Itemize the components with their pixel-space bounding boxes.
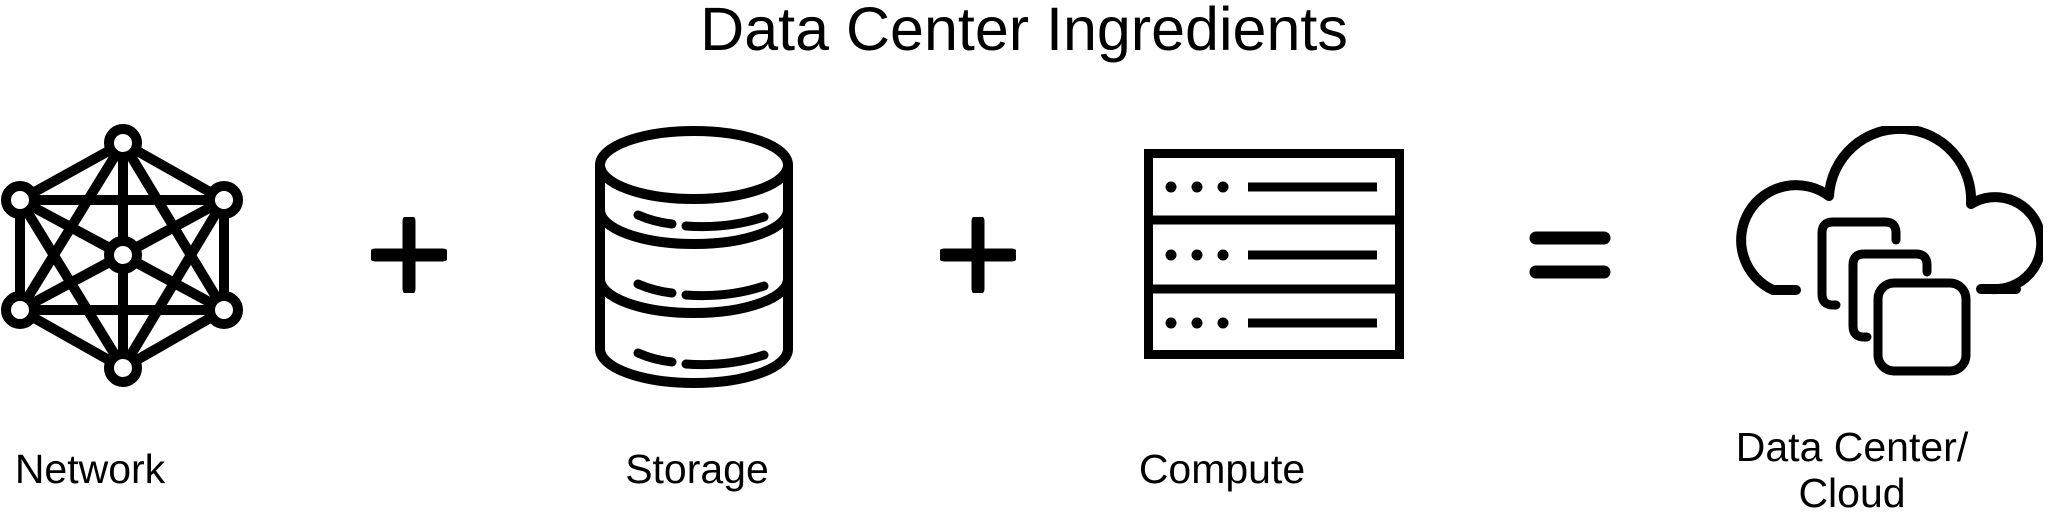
equals-icon: [1529, 231, 1611, 279]
result-label-line1: Data Center/: [1735, 424, 1969, 470]
stacked-square-back: [1817, 217, 1901, 310]
network-node: [205, 291, 243, 329]
result-label-line2: Cloud: [1798, 470, 1906, 516]
stacked-square-middle: [1848, 249, 1932, 342]
server-rack-icon: [1144, 149, 1404, 359]
db-highlight-dashes: [633, 210, 769, 370]
network-label: Network: [14, 446, 166, 492]
network-node: [104, 124, 142, 162]
storage-label: Storage: [625, 446, 769, 492]
network-node: [104, 236, 142, 274]
plus-icon: [371, 217, 447, 293]
stacked-square-front: [1873, 278, 1971, 376]
plus-glyph: [371, 217, 447, 293]
network-node: [205, 181, 243, 219]
db-top-ellipse: [595, 126, 793, 204]
plus-glyph: [940, 217, 1016, 293]
network-node: [1, 181, 39, 219]
cloud-layers-icon: [1736, 126, 2043, 376]
network-node: [1, 291, 39, 329]
diagram-title: Data Center Ingredients: [700, 0, 1348, 63]
db-tier-arcs: [595, 209, 793, 388]
cloud-outline: [1736, 126, 2043, 295]
server-rack-frame: [1144, 149, 1404, 359]
equals-glyph: [1529, 231, 1611, 279]
plus-icon: [940, 217, 1016, 293]
server-slot-lines: [1248, 182, 1377, 328]
db-side-walls: [595, 165, 793, 349]
server-shelf-dividers: [1153, 215, 1395, 294]
server-led-dots: [1165, 181, 1229, 329]
network-nodes: [1, 124, 243, 387]
database-icon: [595, 126, 793, 388]
compute-label: Compute: [1138, 446, 1306, 492]
mesh-network-icon: [1, 124, 243, 387]
network-node: [104, 349, 142, 387]
result-label: Data Center/ Cloud: [1702, 424, 2002, 516]
